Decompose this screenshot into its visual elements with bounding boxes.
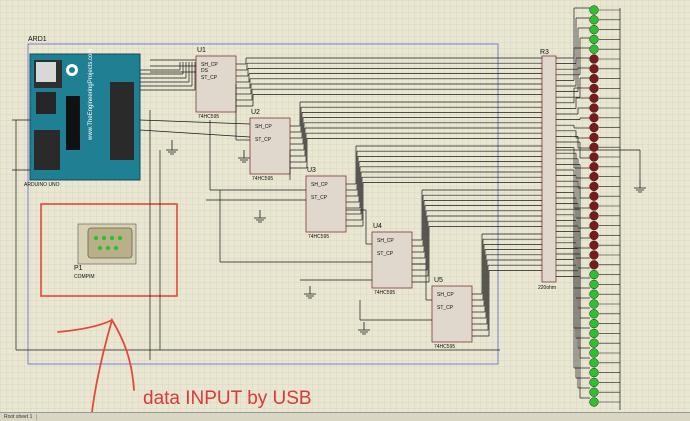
u3-ref-label: U3 <box>307 167 316 174</box>
led <box>589 44 599 54</box>
u4-ref-label: U4 <box>373 223 382 230</box>
led <box>589 152 599 162</box>
u4-part-label: 74HC595 <box>374 290 396 296</box>
usb-annotation: data INPUT by USB <box>143 388 312 409</box>
wire <box>139 119 251 125</box>
led <box>589 162 599 172</box>
led <box>589 318 599 329</box>
pin-label: SH_CP <box>437 292 454 298</box>
led <box>589 113 599 123</box>
pin-label: SH_CP <box>311 182 328 188</box>
led <box>589 397 599 407</box>
led <box>589 201 599 211</box>
led <box>589 34 599 45</box>
pin-label: ST_CP <box>311 195 328 201</box>
wires <box>12 7 641 410</box>
shift-register-u3[interactable] <box>305 175 347 233</box>
led-column <box>589 5 620 407</box>
wire <box>139 129 251 138</box>
led <box>589 191 599 201</box>
arduino-caption: ARDUINO UNO <box>24 182 60 188</box>
led <box>589 15 599 25</box>
resistor-array[interactable] <box>541 55 557 283</box>
led <box>589 93 599 103</box>
status-bar: Root sheet 1 <box>0 412 690 421</box>
led <box>589 328 599 339</box>
led <box>589 122 599 133</box>
u5-ref-label: U5 <box>434 277 443 284</box>
led <box>589 250 599 260</box>
led <box>589 260 599 270</box>
board-ref-label: ARD1 <box>28 36 47 43</box>
pin-label: SH_CP <box>377 238 394 244</box>
u2-part-label: 74HC595 <box>252 176 274 182</box>
pin-label: DS <box>201 68 208 74</box>
led <box>589 24 599 35</box>
resistor-type-label: 220ohm <box>538 285 557 291</box>
led <box>589 367 599 378</box>
shift-register-u4[interactable] <box>371 231 413 289</box>
led <box>589 338 599 348</box>
shift-register-u5[interactable] <box>431 285 473 343</box>
pin-label: SH_CP <box>201 62 218 68</box>
connector-ref-label: P1 <box>74 265 83 272</box>
led <box>589 348 599 358</box>
led <box>589 64 599 74</box>
u1-ref-label: U1 <box>197 47 206 54</box>
highlight-box <box>40 203 178 297</box>
led <box>589 83 599 94</box>
led <box>589 279 599 290</box>
led <box>589 181 599 192</box>
led <box>589 54 599 64</box>
pin-label: ST_CP <box>377 251 394 257</box>
led <box>589 358 599 368</box>
led <box>589 220 599 231</box>
sheet-border <box>27 43 499 365</box>
led <box>589 377 599 388</box>
pin-label: SH_CP <box>255 124 272 130</box>
led <box>589 289 599 299</box>
connector-type-label: COMPIM <box>74 274 95 280</box>
led <box>589 299 599 309</box>
ground-symbols <box>166 140 646 335</box>
led <box>589 230 599 241</box>
led <box>589 5 599 15</box>
led <box>589 103 599 113</box>
u1-part-label: 74HC595 <box>198 114 220 120</box>
svg-text:www.TheEngineeringProjects.com: www.TheEngineeringProjects.com <box>88 49 94 141</box>
pin-label: ST_CP <box>437 305 454 311</box>
annotation-arrow <box>57 317 135 412</box>
arduino-uno-board[interactable]: www.TheEngineeringProjects.com <box>29 49 141 181</box>
led <box>589 309 599 319</box>
u3-part-label: 74HC595 <box>308 234 330 240</box>
led <box>589 240 599 250</box>
led <box>589 211 599 221</box>
u5-part-label: 74HC595 <box>434 344 456 350</box>
led <box>589 142 599 152</box>
u2-ref-label: U2 <box>251 109 260 116</box>
led <box>589 132 599 143</box>
schematic-canvas[interactable]: www.TheEngineeringProjects.com <box>0 0 690 412</box>
led <box>589 387 599 397</box>
led <box>589 73 599 84</box>
led <box>589 171 599 182</box>
shift-register-u2[interactable] <box>249 117 291 175</box>
pin-label: ST_CP <box>255 137 272 143</box>
pin-label: ST_CP <box>201 75 218 81</box>
resistor-ref-label: R3 <box>540 49 549 56</box>
shift-register-u1[interactable] <box>195 55 237 113</box>
status-sheet-label: Root sheet 1 <box>0 414 38 420</box>
compim-connector[interactable] <box>77 223 137 265</box>
led <box>589 269 599 280</box>
